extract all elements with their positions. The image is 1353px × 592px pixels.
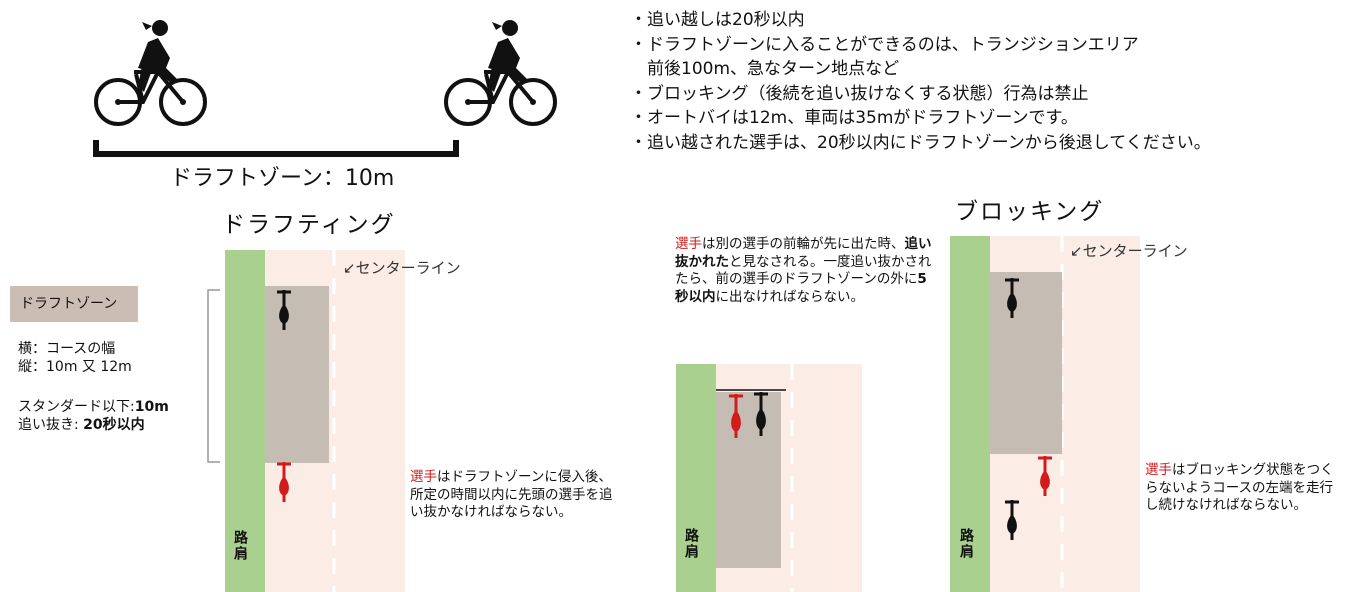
rule-item: ・追い越しは20秒以内 bbox=[630, 10, 805, 30]
rider-black-icon bbox=[1005, 500, 1019, 540]
overtake-label: 追い抜き: bbox=[18, 417, 84, 433]
rider-red-icon bbox=[729, 394, 743, 438]
overtaken-note: 選手は別の選手の前輪が先に出た時、追い抜かれたと見なされる。一度追い抜かされたら… bbox=[675, 236, 932, 305]
zone-length-text: 縦：10m 又 12m bbox=[18, 359, 132, 375]
blocking-note-text: はブロッキング状態をつくらないようコースの左端を走行し続けなければならない。 bbox=[1145, 462, 1334, 513]
shoulder-label: 路肩 bbox=[232, 530, 248, 562]
rule-item: ・ブロッキング（後続を追い抜けなくする状態）行為は禁止 bbox=[630, 83, 1089, 104]
rider-red-icon bbox=[277, 462, 291, 502]
blocking-title: ブロッキング bbox=[955, 199, 1105, 225]
rider-red-icon bbox=[1038, 456, 1052, 496]
shoulder-label: 路肩 bbox=[958, 528, 974, 560]
overtake-value: 20秒以内 bbox=[83, 417, 145, 433]
drafting-road-diagram bbox=[207, 250, 405, 592]
cyclists-illustration bbox=[93, 18, 557, 157]
center-line-label: ↙センターライン bbox=[343, 259, 461, 277]
shoulder-label: 路肩 bbox=[683, 528, 699, 560]
zone-bracket bbox=[93, 140, 459, 157]
standard-rules: スタンダード以下:10m 追い抜き: 20秒以内 bbox=[18, 398, 169, 434]
athlete-red-text: 選手 bbox=[675, 236, 702, 252]
drafting-note: 選手はドラフトゾーンに侵入後、 所定の時間以内に先頭の選手を追い抜かなければなら… bbox=[410, 469, 620, 522]
rider-black-icon bbox=[1005, 278, 1019, 318]
rule-item: 前後100m、急なターン地点など bbox=[630, 59, 900, 79]
blocking-note: 選手はブロッキング状態をつくらないようコースの左端を走行し続けなければならない。 bbox=[1145, 462, 1345, 515]
athlete-red-text: 選手 bbox=[410, 469, 437, 485]
center-line-label: ↙センターライン bbox=[1070, 242, 1188, 260]
athlete-red-text: 選手 bbox=[1145, 462, 1172, 478]
standard-value: 10m bbox=[134, 399, 169, 415]
rider-black-icon bbox=[754, 392, 768, 436]
drafting-note-text: はドラフトゾーンに侵入後、 所定の時間以内に先頭の選手を追い抜かなければならない… bbox=[410, 469, 613, 520]
drafting-title: ドラフティング bbox=[222, 212, 396, 238]
rule-item: ・ドラフトゾーンに入ることができるのは、トランジションエリア bbox=[630, 34, 1139, 55]
rules-list: ・追い越しは20秒以内 ・ドラフトゾーンに入ることができるのは、トランジションエ… bbox=[630, 8, 1350, 155]
zone-length-caption: ドラフトゾーン：10m bbox=[170, 166, 395, 191]
standard-label: スタンダード以下: bbox=[18, 399, 135, 415]
zone-width-text: 横：コースの幅 bbox=[18, 341, 116, 357]
zone-dimensions: 横：コースの幅 縦：10m 又 12m bbox=[18, 340, 132, 376]
rider-black-icon bbox=[277, 290, 291, 330]
draft-zone-legend: ドラフトゾーン bbox=[10, 286, 138, 322]
rule-item: ・追い越された選手は、20秒以内にドラフトゾーンから後退してください。 bbox=[630, 132, 1211, 153]
rule-item: ・オートバイは12m、車両は35mがドラフトゾーンです。 bbox=[630, 108, 1078, 128]
